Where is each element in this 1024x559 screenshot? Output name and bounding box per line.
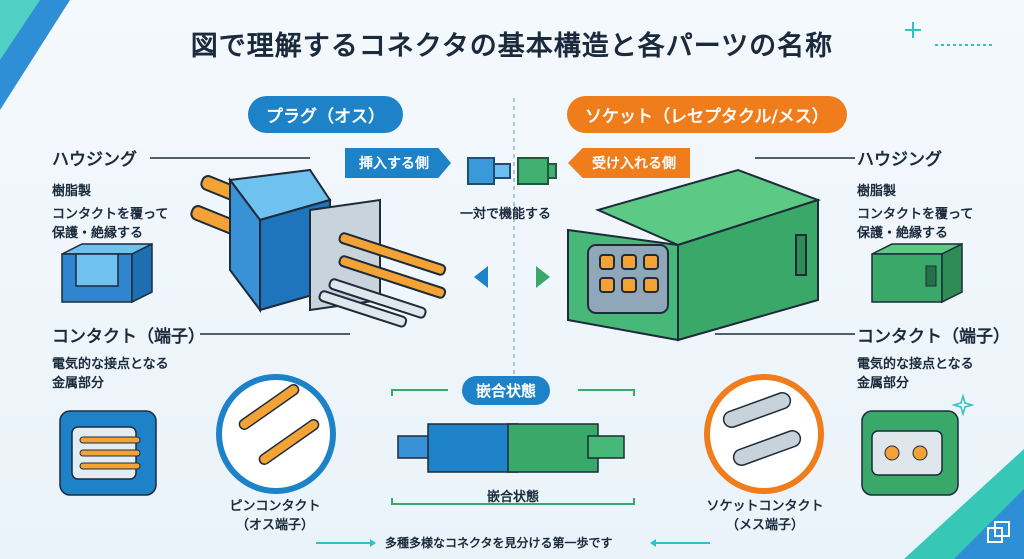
right-housing-icon	[871, 242, 963, 304]
sparkle-icon	[905, 22, 921, 38]
left-contact-icon	[59, 410, 157, 496]
left-contact-leader	[200, 333, 350, 335]
right-housing-desc-3: 保護・絶縁する	[857, 226, 949, 241]
right-contact-title: コンタクト（端子）	[857, 327, 1010, 347]
left-housing-leader	[150, 157, 310, 159]
footer-arrow-left	[316, 539, 376, 547]
left-housing-desc-3: 保護・絶縁する	[52, 226, 144, 241]
pin-contact-circle	[216, 374, 336, 494]
plug-illustration	[190, 168, 447, 328]
right-housing-desc-1: 樹脂製	[857, 184, 897, 199]
right-contact-desc-2: 金属部分	[857, 376, 910, 391]
socket-illustration	[567, 168, 822, 342]
right-contact-desc-1: 電気的な接点となる	[857, 357, 974, 372]
receive-side-arrow: 受け入れる側	[568, 148, 690, 178]
socket-label: ソケット（レセプタクル/メス）	[567, 96, 847, 133]
right-housing-desc-2: コンタクトを覆って	[857, 207, 974, 222]
pin-contact-caption-2: （オス端子）	[235, 518, 314, 533]
left-contact-desc-1: 電気的な接点となる	[52, 357, 169, 372]
center-divider	[513, 98, 515, 378]
sparkle-icon	[951, 393, 975, 417]
socket-contact-caption-1: ソケットコンタクト	[706, 499, 824, 514]
double-arrow-icon	[474, 266, 550, 288]
left-housing-title: ハウジング	[52, 150, 137, 170]
connector-pair-icon	[467, 157, 557, 185]
pin-contact-caption-1: ピンコンタクト	[229, 499, 321, 514]
left-housing-desc-1: 樹脂製	[52, 184, 92, 199]
left-housing-icon	[61, 242, 153, 304]
corner-decoration-top-left	[0, 0, 70, 110]
mated-connector-illustration	[397, 423, 625, 473]
socket-contact-caption-2: （メス端子）	[725, 518, 804, 533]
right-contact-icon	[861, 410, 959, 496]
mated-state-label: 嵌合状態	[462, 376, 551, 405]
right-housing-title: ハウジング	[857, 150, 942, 170]
left-housing-desc-2: コンタクトを覆って	[52, 207, 169, 222]
socket-contact-circle	[704, 374, 824, 494]
insert-side-arrow: 挿入する側	[345, 148, 451, 178]
dash-decoration	[935, 44, 995, 46]
right-housing-leader	[755, 157, 855, 159]
mated-state-caption: 嵌合状態	[486, 490, 539, 505]
left-contact-title: コンタクト（端子）	[52, 327, 205, 347]
page-title: 図で理解するコネクタの基本構造と各パーツの名称	[190, 31, 834, 62]
left-contact-desc-2: 金属部分	[52, 376, 105, 391]
mated-frame	[391, 389, 635, 505]
footer-arrow-right	[650, 539, 710, 547]
right-contact-leader	[715, 333, 855, 335]
copy-icon[interactable]	[986, 520, 1012, 546]
plug-label: プラグ（オス）	[248, 96, 403, 133]
footer-text: 多種多様なコネクタを見分ける第一歩です	[385, 536, 613, 550]
pair-function-text: 一対で機能する	[460, 207, 552, 222]
